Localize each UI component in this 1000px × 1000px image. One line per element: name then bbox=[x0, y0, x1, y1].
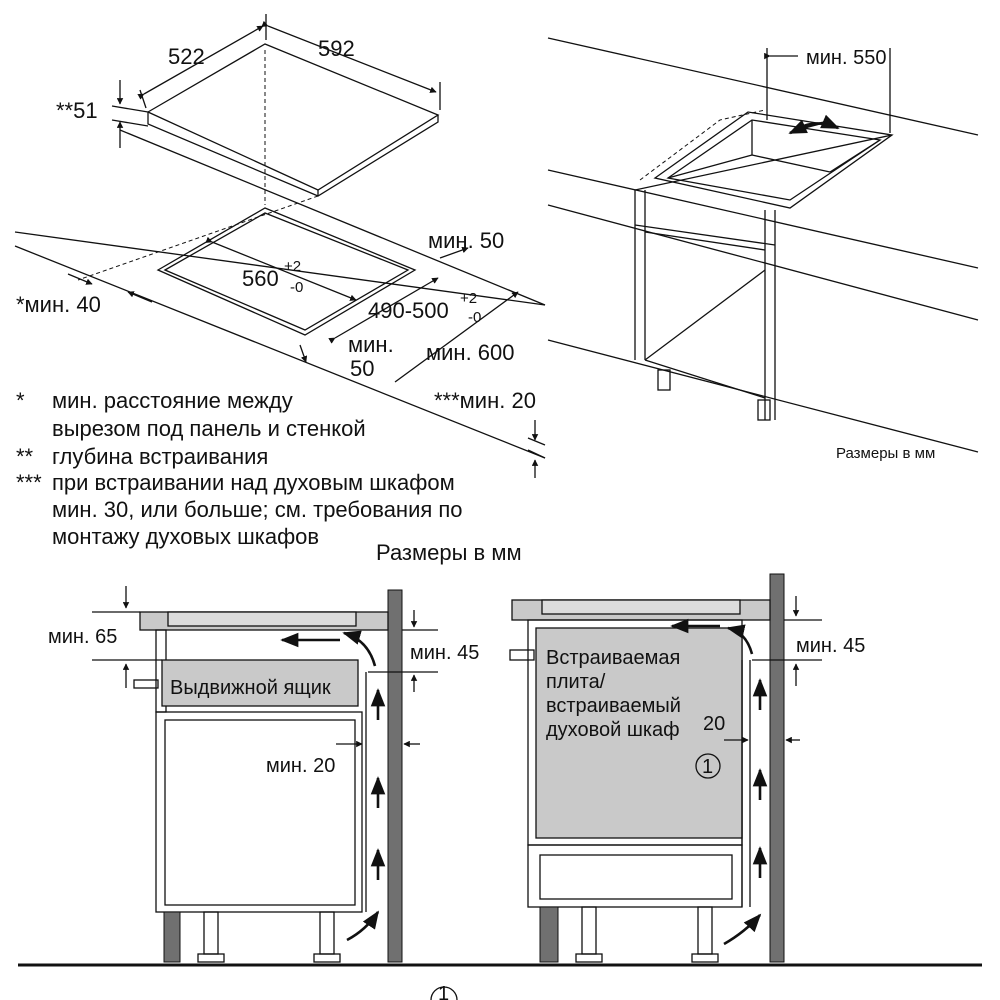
oven-label-1: Встраиваемая bbox=[546, 647, 680, 669]
dimension-592: 592 bbox=[261, 20, 441, 110]
note-2-text: вырезом под панель и стенкой bbox=[52, 416, 366, 441]
min50-front-b: 50 bbox=[350, 356, 374, 381]
callout-marker-label: 1 bbox=[702, 756, 713, 778]
min20-left-label: мин. 20 bbox=[266, 755, 335, 777]
note-5-text: мин. 30, или больше; см. требования по bbox=[52, 497, 463, 522]
drawer-label: Выдвижной ящик bbox=[170, 677, 331, 699]
note-1-marker: * bbox=[16, 388, 25, 413]
note-6-text: монтажу духовых шкафов bbox=[52, 524, 319, 549]
note-4-marker: *** bbox=[16, 470, 42, 495]
dimension-min20: ***мин. 20 bbox=[434, 388, 539, 478]
note-3-marker: ** bbox=[16, 444, 34, 469]
cutout bbox=[156, 207, 417, 336]
dimension-min20-left: мин. 20 bbox=[266, 740, 420, 777]
footer-callout-label: 1 bbox=[438, 983, 449, 1000]
min40-label: *мин. 40 bbox=[16, 292, 101, 317]
cabinet-perspective-view: мин. 550 Размеры в мм bbox=[547, 37, 979, 462]
min65-label: мин. 65 bbox=[48, 626, 117, 648]
min20-label: ***мин. 20 bbox=[434, 388, 536, 413]
dim-490-label: 490-500 bbox=[368, 298, 449, 323]
note-1-text: мин. расстояние между bbox=[52, 388, 293, 413]
min550-label: мин. 550 bbox=[806, 47, 886, 69]
dimension-min65: мин. 65 bbox=[48, 586, 162, 688]
units-label-right: Размеры в мм bbox=[836, 445, 935, 462]
note-3-text: глубина встраивания bbox=[52, 444, 268, 469]
min45-right-label: мин. 45 bbox=[796, 635, 865, 657]
dim-560-label: 560 bbox=[242, 266, 279, 291]
dim-560-sub: -0 bbox=[290, 279, 303, 296]
dimension-20-right: 20 bbox=[703, 713, 800, 744]
dimension-min50-right: мин. 50 bbox=[428, 228, 504, 259]
oven-label-2: плита/ bbox=[546, 671, 606, 693]
dimension-min50-front: мин. 50 bbox=[299, 332, 394, 381]
dimension-min45-right: мин. 45 bbox=[752, 596, 865, 686]
dim-20-label: 20 bbox=[703, 713, 725, 735]
dim-522-label: 522 bbox=[168, 44, 205, 69]
dimension-min40: *мин. 40 bbox=[16, 273, 153, 317]
min45-left-label: мин. 45 bbox=[410, 642, 479, 664]
section-drawer: мин. 65 мин. 45 Выдвижной ящик мин. 20 bbox=[18, 586, 982, 967]
dimension-min600: мин. 600 bbox=[394, 291, 519, 383]
min600-label: мин. 600 bbox=[426, 340, 515, 365]
dimension-51: **51 bbox=[56, 80, 149, 148]
footer-callout-marker: 1 bbox=[430, 983, 458, 1000]
section-oven: мин. 45 Встраиваемая плита/ встраиваемый… bbox=[509, 573, 865, 963]
hob-dimension-view: 522 592 **51 bbox=[14, 14, 546, 478]
footnotes: * мин. расстояние между вырезом под пане… bbox=[16, 388, 522, 565]
dimension-560: 560 +2 -0 bbox=[205, 236, 357, 301]
dimension-min45-left: мин. 45 bbox=[368, 610, 479, 692]
units-label-main: Размеры в мм bbox=[376, 540, 522, 565]
dimension-490-500: 490-500 +2 -0 bbox=[328, 277, 481, 344]
dimension-522: 522 bbox=[137, 14, 267, 109]
dim-560-sup: +2 bbox=[284, 258, 301, 275]
callout-marker: 1 bbox=[695, 753, 721, 779]
min50-right-label: мин. 50 bbox=[428, 228, 504, 253]
note-4-text: при встраивании над духовым шкафом bbox=[52, 470, 455, 495]
oven-label-4: духовой шкаф bbox=[546, 719, 680, 741]
dim-51-label: **51 bbox=[56, 98, 98, 123]
dim-592-label: 592 bbox=[318, 36, 355, 61]
oven-label-3: встраиваемый bbox=[546, 695, 681, 717]
dim-490-sup: +2 bbox=[460, 290, 477, 307]
min50-front-a: мин. bbox=[348, 332, 394, 357]
dimension-min550: мин. 550 bbox=[764, 47, 891, 133]
